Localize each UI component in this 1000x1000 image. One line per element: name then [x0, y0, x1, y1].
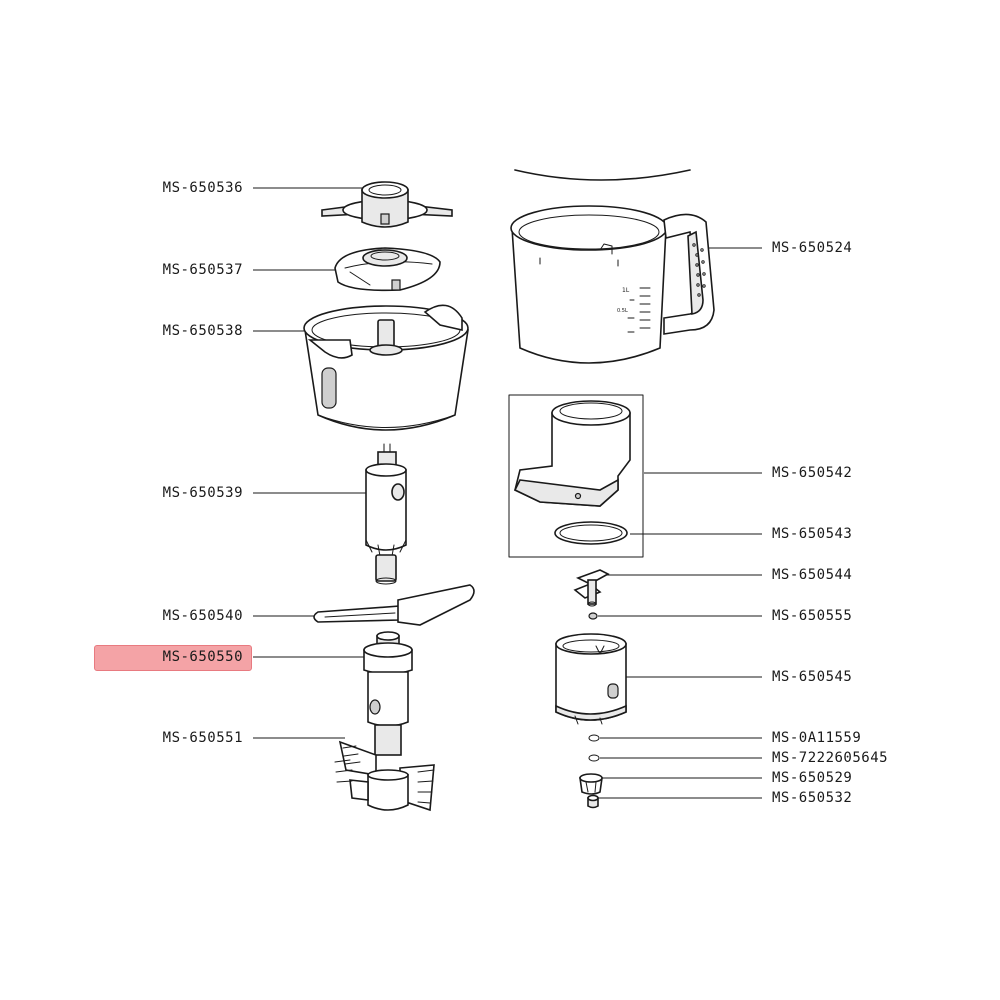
part-label-650539[interactable]: MS-650539 [162, 485, 243, 501]
part-label-0A11559[interactable]: MS-0A11559 [772, 730, 862, 746]
part-label-650540[interactable]: MS-650540 [162, 608, 243, 624]
base-arc [514, 169, 691, 181]
part-650542-drawing [513, 400, 631, 507]
part-label-650532[interactable]: MS-650532 [772, 790, 853, 806]
part-label-7222605645[interactable]: MS-7222605645 [772, 750, 889, 766]
part-label-650550[interactable]: MS-650550 [162, 649, 243, 665]
part-650545-drawing [555, 633, 627, 725]
part-label-650543[interactable]: MS-650543 [772, 526, 853, 542]
part-650544-drawing [573, 569, 610, 607]
grinder-group-box [508, 394, 644, 558]
part-650524-drawing [510, 205, 715, 364]
bowl-marking-half-l: 0.5L [617, 308, 628, 314]
part-label-650529[interactable]: MS-650529 [772, 770, 853, 786]
part-label-650524[interactable]: MS-650524 [772, 240, 853, 256]
part-650551-drawing [334, 724, 435, 812]
part-650532-drawing [587, 794, 599, 809]
part-650529-drawing [579, 773, 603, 795]
part-label-650536[interactable]: MS-650536 [162, 180, 243, 196]
part-7222605645-drawing [588, 754, 600, 762]
part-label-650542[interactable]: MS-650542 [772, 465, 853, 481]
part-label-650551[interactable]: MS-650551 [162, 730, 243, 746]
part-label-650537[interactable]: MS-650537 [162, 262, 243, 278]
part-0A11559-drawing [588, 734, 600, 742]
bowl-marking-1l: 1L [622, 287, 630, 294]
part-650550-drawing [363, 631, 413, 727]
part-650555-drawing [588, 612, 598, 620]
part-650536-drawing [321, 181, 453, 228]
part-650538-drawing [303, 304, 469, 431]
part-label-650555[interactable]: MS-650555 [772, 608, 853, 624]
part-label-650545[interactable]: MS-650545 [772, 669, 853, 685]
part-650540-drawing [313, 584, 475, 626]
part-label-650544[interactable]: MS-650544 [772, 567, 853, 583]
selected-part-highlight [94, 645, 252, 671]
part-label-650538[interactable]: MS-650538 [162, 323, 243, 339]
part-650543-drawing [554, 521, 628, 545]
part-650539-drawing [365, 443, 407, 585]
part-650537-drawing [334, 247, 441, 292]
